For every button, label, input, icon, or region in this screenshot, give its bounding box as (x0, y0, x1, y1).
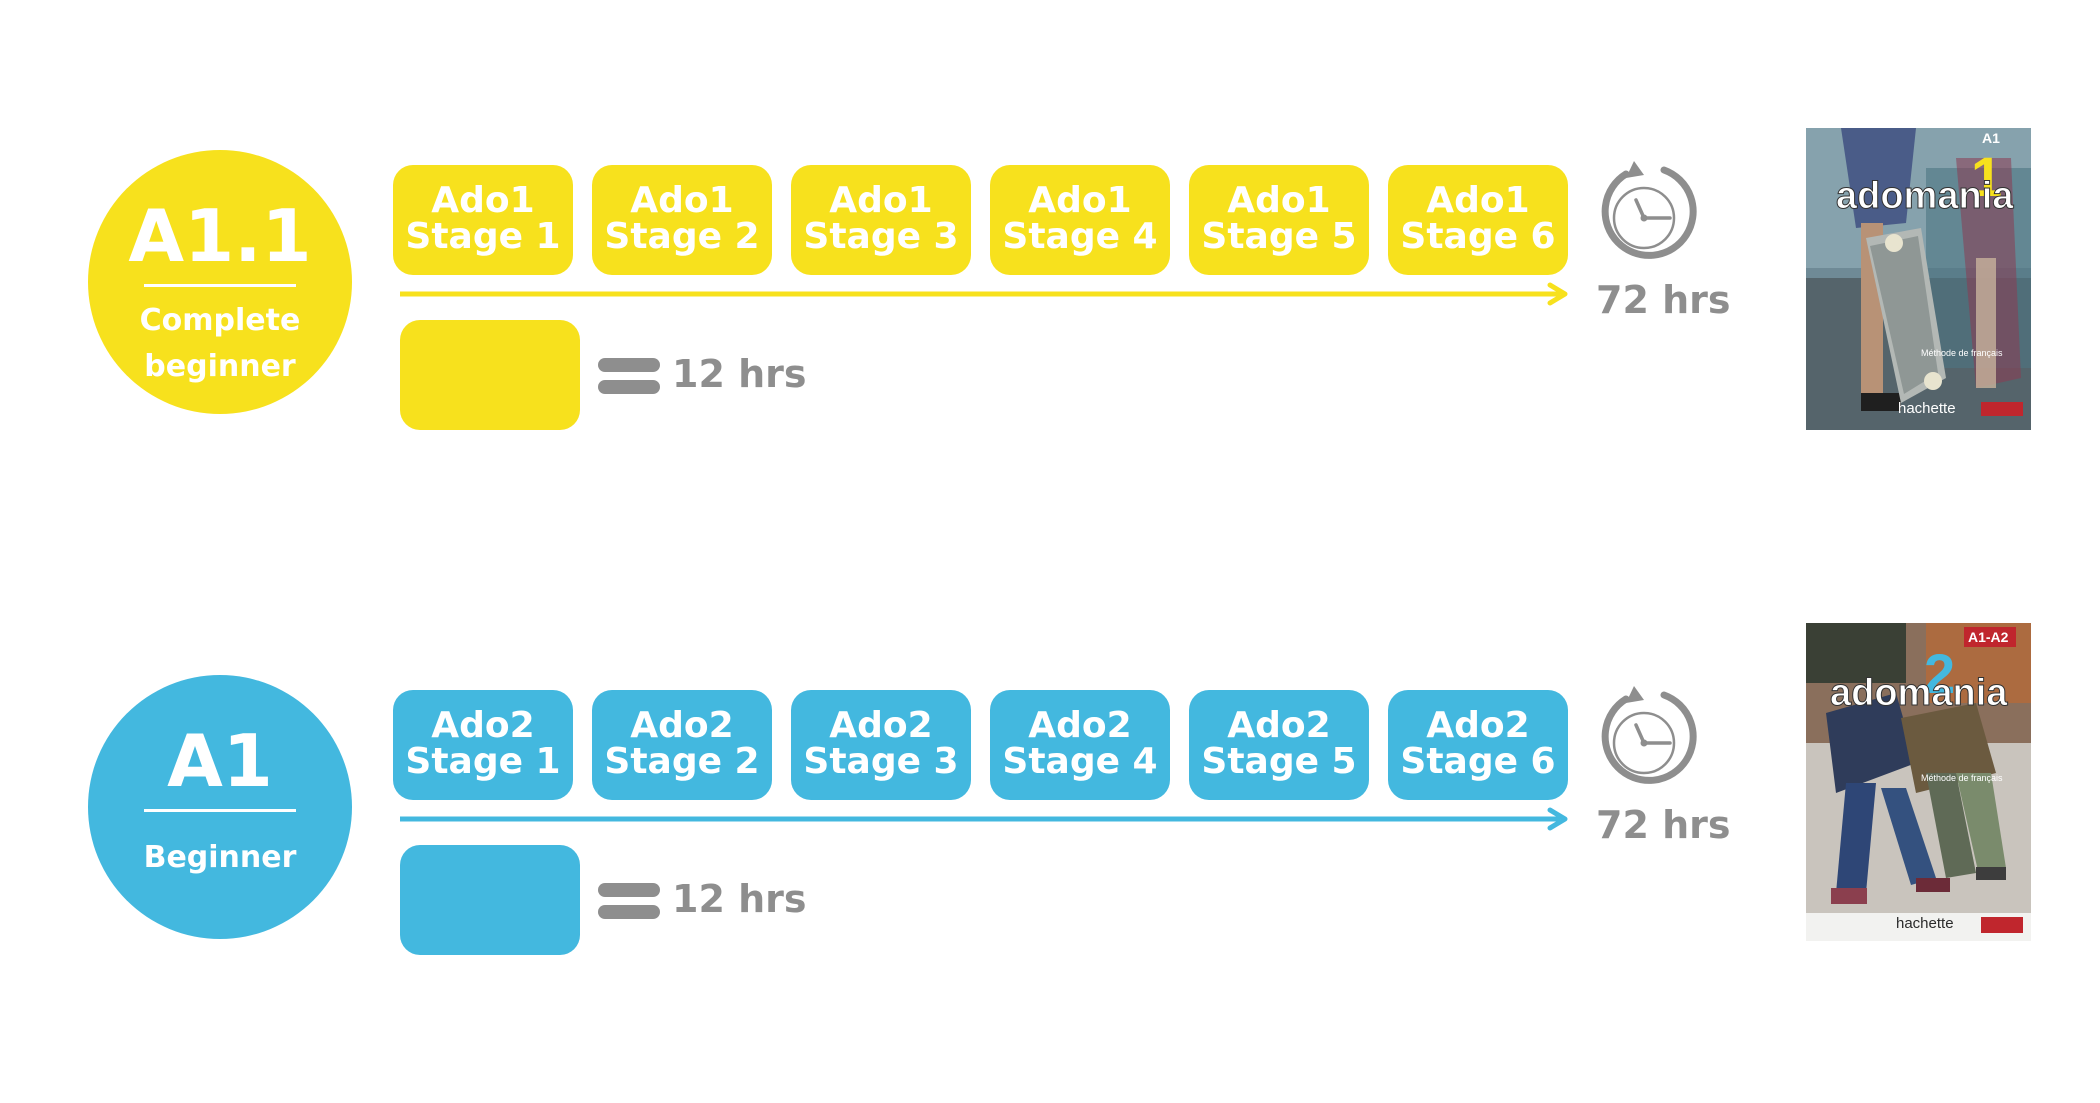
equals-icon (598, 883, 660, 919)
stage-number: Stage 5 (1201, 741, 1357, 782)
total-hours: 72 hrs (1596, 278, 1731, 322)
stage-list: Ado1 Stage 1 Ado1 Stage 2 Ado1 Stage 3 A… (393, 165, 1568, 275)
book-subtitle: Méthode de français (1921, 773, 2003, 783)
stage-course: Ado1 (1227, 180, 1331, 221)
stage-box: Ado1 Stage 5 (1189, 165, 1369, 275)
total-hours: 72 hrs (1596, 803, 1731, 847)
course-track-a1: A1 Beginner Ado2 Stage 1 Ado2 Stage 2 Ad… (0, 623, 2100, 995)
stage-course: Ado2 (431, 705, 535, 746)
stage-box: Ado2 Stage 1 (393, 690, 573, 800)
book-number: 2 (1924, 642, 1955, 705)
book-subtitle: Méthode de français (1921, 348, 2003, 358)
stage-box: Ado2 Stage 6 (1388, 690, 1568, 800)
stage-box: Ado1 Stage 4 (990, 165, 1170, 275)
legend-stage-box (400, 845, 580, 955)
level-code: A1 (167, 719, 273, 803)
level-badge: A1.1 Complete beginner (88, 150, 352, 414)
stage-hours: 12 hrs (672, 877, 807, 921)
stage-course: Ado1 (630, 180, 734, 221)
stage-box: Ado2 Stage 3 (791, 690, 971, 800)
stage-number: Stage 4 (1002, 216, 1158, 257)
level-badge: A1 Beginner (88, 675, 352, 939)
stage-box: Ado2 Stage 5 (1189, 690, 1369, 800)
publisher-logo (1981, 402, 2023, 416)
stage-hours: 12 hrs (672, 352, 807, 396)
stage-number: Stage 3 (803, 216, 959, 257)
clock-icon (1601, 161, 1697, 259)
timeline-arrow (400, 282, 1568, 306)
clock-icon (1601, 686, 1697, 784)
book-publisher: hachette (1896, 915, 1954, 932)
book-level: A1 (1982, 130, 2000, 146)
stage-course: Ado1 (829, 180, 933, 221)
stage-box: Ado2 Stage 2 (592, 690, 772, 800)
level-divider (144, 284, 296, 287)
stage-box: Ado1 Stage 1 (393, 165, 573, 275)
stage-number: Stage 2 (604, 216, 760, 257)
stage-number: Stage 1 (405, 741, 561, 782)
book-cover-adomania-2: 2 adomania A1-A2 Méthode de français hac… (1806, 623, 2031, 941)
stage-number: Stage 5 (1201, 216, 1357, 257)
stage-course: Ado2 (1028, 705, 1132, 746)
book-cover-adomania-1: 1 adomania A1 Méthode de français hachet… (1806, 128, 2031, 430)
timeline-arrow (400, 807, 1568, 831)
level-description: Beginner (143, 840, 297, 875)
stage-number: Stage 6 (1400, 741, 1556, 782)
stage-box: Ado1 Stage 2 (592, 165, 772, 275)
book-level: A1-A2 (1968, 629, 2009, 645)
stage-course: Ado2 (1227, 705, 1331, 746)
stage-course: Ado1 (431, 180, 535, 221)
stage-number: Stage 2 (604, 741, 760, 782)
level-code: A1.1 (128, 194, 312, 278)
stage-number: Stage 1 (405, 216, 561, 257)
stage-course: Ado2 (630, 705, 734, 746)
publisher-logo (1981, 917, 2023, 933)
book-publisher: hachette (1898, 400, 1956, 417)
stage-number: Stage 3 (803, 741, 959, 782)
stage-course: Ado2 (1426, 705, 1530, 746)
book-title: adomania (1836, 175, 2014, 217)
stage-course: Ado1 (1426, 180, 1530, 221)
stage-list: Ado2 Stage 1 Ado2 Stage 2 Ado2 Stage 3 A… (393, 690, 1568, 800)
level-divider (144, 809, 296, 812)
book-title: adomania (1830, 672, 2008, 714)
book-number: 1 (1971, 145, 2002, 208)
stage-box: Ado2 Stage 4 (990, 690, 1170, 800)
stage-box: Ado1 Stage 3 (791, 165, 971, 275)
stage-box: Ado1 Stage 6 (1388, 165, 1568, 275)
stage-course: Ado1 (1028, 180, 1132, 221)
equals-icon (598, 358, 660, 394)
stage-number: Stage 6 (1400, 216, 1556, 257)
legend-stage-box (400, 320, 580, 430)
course-track-a1-1: A1.1 Complete beginner Ado1 Stage 1 Ado1… (0, 110, 2100, 470)
level-description: Complete beginner (139, 303, 301, 384)
stage-number: Stage 4 (1002, 741, 1158, 782)
stage-course: Ado2 (829, 705, 933, 746)
